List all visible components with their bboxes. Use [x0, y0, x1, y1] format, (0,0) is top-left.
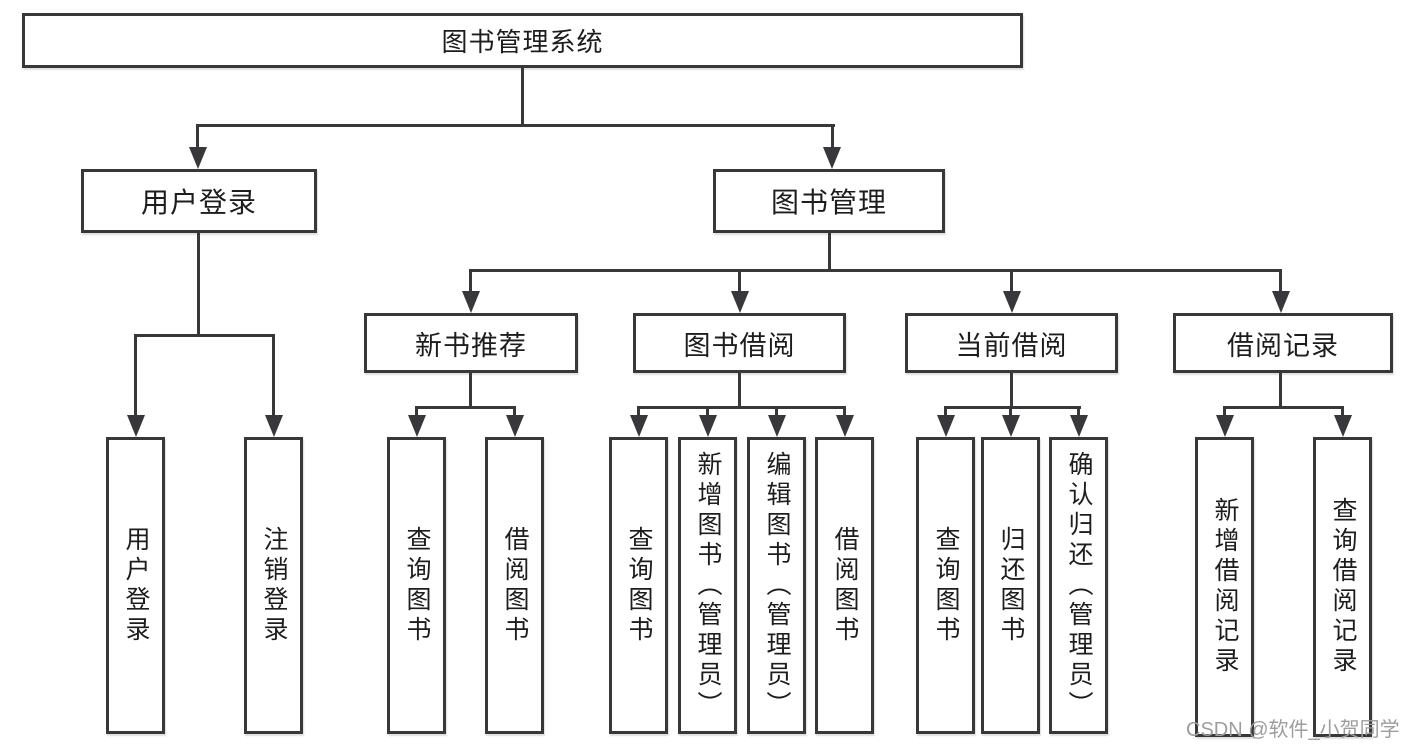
- leaf-current-query-book: 查询图书: [916, 437, 975, 734]
- arrow-down-icon: [1334, 415, 1352, 437]
- arrow-down-icon: [699, 415, 717, 437]
- connector-line: [1010, 269, 1013, 295]
- arrow-down-icon: [265, 415, 283, 437]
- leaf-recommend-borrow-book: 借阅图书: [485, 437, 544, 734]
- leaf-add-borrow-record: 新增借阅记录: [1195, 437, 1254, 737]
- connector-line: [521, 68, 524, 127]
- connector-line: [738, 373, 741, 409]
- leaf-query-borrow-record: 查询借阅记录: [1313, 437, 1372, 737]
- connector-line: [469, 269, 1282, 272]
- connector-line: [1341, 406, 1344, 418]
- connector-line: [196, 124, 835, 127]
- arrow-down-icon: [937, 415, 955, 437]
- borrow-record-node: 借阅记录: [1173, 313, 1393, 373]
- connector-line: [134, 334, 275, 337]
- book-borrow-node: 图书借阅: [633, 313, 846, 373]
- arrow-down-icon: [1002, 415, 1020, 437]
- connector-line: [1279, 269, 1282, 295]
- connector-line: [272, 334, 275, 418]
- leaf-confirm-return-admin: 确认归还（管理员）: [1049, 437, 1108, 734]
- leaf-recommend-query-book: 查询图书: [387, 437, 446, 734]
- leaf-logout: 注销登录: [244, 437, 303, 734]
- arrow-down-icon: [408, 415, 426, 437]
- arrow-down-icon: [630, 415, 648, 437]
- connector-line: [1279, 373, 1282, 409]
- connector-line: [706, 406, 709, 418]
- connector-line: [944, 406, 1081, 409]
- connector-line: [196, 124, 199, 150]
- arrow-down-icon: [1272, 291, 1290, 313]
- user-login-node: 用户登录: [81, 169, 317, 233]
- connector-line: [637, 406, 640, 418]
- leaf-borrow-query-book: 查询图书: [609, 437, 668, 734]
- connector-line: [197, 233, 200, 337]
- connector-line: [134, 334, 137, 418]
- leaf-edit-book-admin: 编辑图书（管理员）: [747, 437, 806, 734]
- leaf-borrow-book: 借阅图书: [815, 437, 874, 734]
- connector-line: [415, 406, 516, 409]
- connector-line: [738, 269, 741, 295]
- leaf-add-book-admin: 新增图书（管理员）: [678, 437, 737, 734]
- connector-line: [944, 406, 947, 418]
- csdn-watermark: CSDN @软件_小贺同学: [1186, 719, 1400, 741]
- connector-line: [1077, 406, 1080, 418]
- arrow-down-icon: [1216, 415, 1234, 437]
- arrow-down-icon: [823, 147, 841, 169]
- book-manage-node: 图书管理: [713, 169, 945, 233]
- arrow-down-icon: [189, 147, 207, 169]
- arrow-down-icon: [731, 291, 749, 313]
- connector-line: [1010, 373, 1013, 409]
- connector-line: [469, 269, 472, 295]
- connector-line: [775, 406, 778, 418]
- root-node: 图书管理系统: [22, 13, 1023, 68]
- leaf-user-login: 用户登录: [106, 437, 165, 734]
- leaf-return-book: 归还图书: [981, 437, 1040, 734]
- new-book-recommend-node: 新书推荐: [364, 313, 578, 373]
- arrow-down-icon: [506, 415, 524, 437]
- connector-line: [415, 406, 418, 418]
- connector-line: [1223, 406, 1344, 409]
- connector-line: [831, 124, 834, 150]
- current-borrow-node: 当前借阅: [905, 313, 1118, 373]
- connector-line: [469, 373, 472, 409]
- connector-line: [843, 406, 846, 418]
- arrow-down-icon: [836, 415, 854, 437]
- arrow-down-icon: [127, 415, 145, 437]
- connector-line: [1009, 406, 1012, 418]
- arrow-down-icon: [1003, 291, 1021, 313]
- connector-line: [828, 233, 831, 271]
- connector-line: [1223, 406, 1226, 418]
- arrow-down-icon: [768, 415, 786, 437]
- connector-line: [637, 406, 846, 409]
- connector-line: [513, 406, 516, 418]
- arrow-down-icon: [462, 291, 480, 313]
- arrow-down-icon: [1070, 415, 1088, 437]
